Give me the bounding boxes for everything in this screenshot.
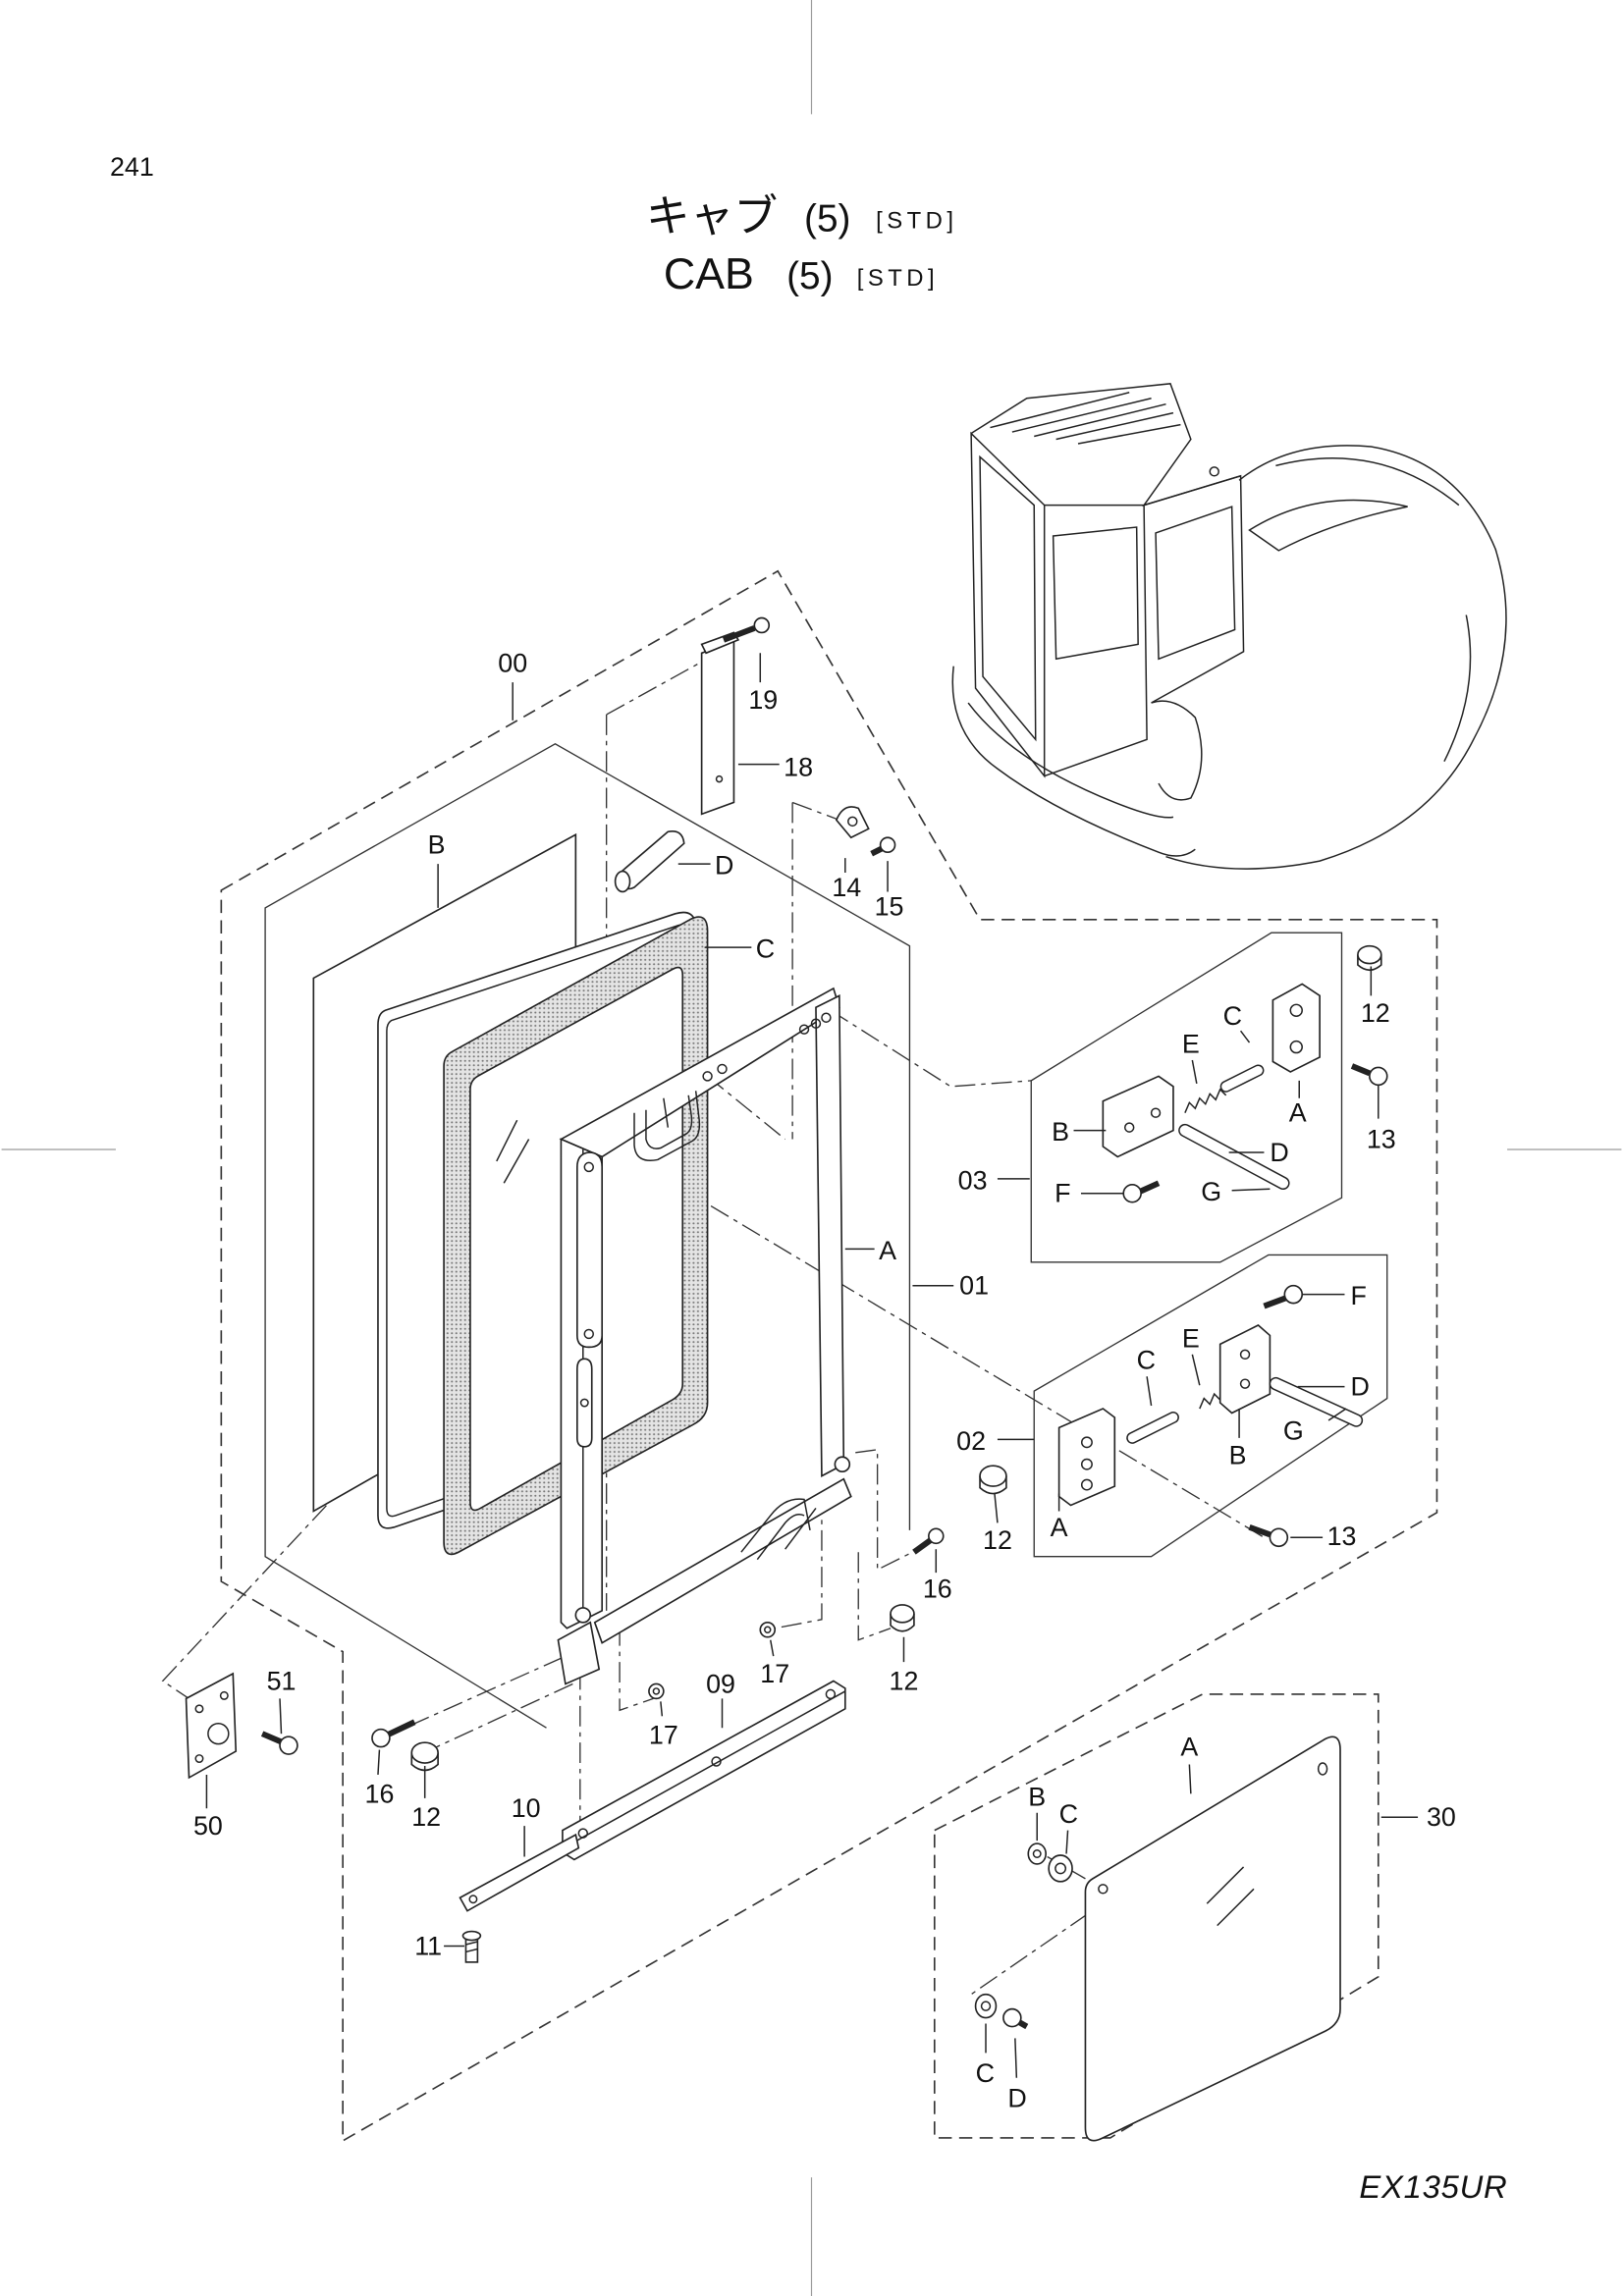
callout-16: 16 — [365, 1779, 395, 1808]
callout-d: D — [1007, 2084, 1026, 2113]
part-11-bolt — [461, 1930, 482, 1963]
callout-a: A — [879, 1236, 896, 1265]
callout-g: G — [1283, 1415, 1304, 1445]
callout-e: E — [1182, 1030, 1200, 1059]
callout-c: C — [1137, 1346, 1156, 1375]
callout-labels: 00 19 18 B D C 14 15 12 C E A 13 B D 03 … — [193, 649, 1456, 2113]
part-17-nut — [648, 1621, 777, 1700]
leader-lines — [205, 653, 1419, 2078]
callout-51: 51 — [267, 1666, 297, 1695]
callout-19: 19 — [748, 685, 778, 715]
callout-d: D — [1270, 1138, 1288, 1167]
callout-a: A — [1180, 1733, 1198, 1762]
cab-location-illustration — [951, 383, 1507, 870]
part-16-bolt — [371, 1527, 945, 1748]
callout-f: F — [1350, 1281, 1366, 1310]
callout-b: B — [1229, 1441, 1247, 1470]
callout-f: F — [1055, 1179, 1070, 1208]
callout-b: B — [1028, 1782, 1046, 1811]
part-10-bar — [459, 1833, 580, 1912]
callout-17: 17 — [760, 1659, 789, 1688]
title-en-number: (5) — [786, 255, 833, 297]
callout-e: E — [1182, 1323, 1200, 1353]
frame-hinge-plate — [576, 1151, 604, 1448]
callout-d: D — [715, 851, 733, 881]
frame-lower-hinge — [557, 1456, 851, 1685]
part-18-bar — [700, 631, 740, 816]
part-51-bolt — [260, 1731, 298, 1755]
part-15-bolt — [870, 836, 896, 857]
part-50-plate — [185, 1672, 238, 1780]
callout-18: 18 — [784, 753, 813, 782]
boundary-group-01 — [264, 743, 911, 1729]
title-en: CAB — [664, 249, 754, 298]
callout-d: D — [1350, 1372, 1369, 1402]
window-30-glass — [1084, 1735, 1341, 2142]
frame-bottom-handle — [740, 1498, 817, 1561]
callout-a: A — [1051, 1513, 1068, 1542]
callout-b: B — [1052, 1117, 1069, 1147]
callout-c: C — [976, 2058, 995, 2088]
callout-03: 03 — [958, 1165, 988, 1195]
part-d-tube — [614, 830, 685, 893]
part-12-bushing — [410, 944, 1382, 1772]
callout-c: C — [1059, 1799, 1078, 1829]
callout-a: A — [1289, 1098, 1307, 1128]
title-jp: キャブ — [646, 192, 778, 241]
callout-g: G — [1201, 1177, 1221, 1206]
callout-30: 30 — [1427, 1802, 1456, 1832]
part-14-bracket — [835, 806, 870, 839]
callout-15: 15 — [875, 891, 904, 921]
part-19-bolt — [722, 616, 771, 643]
callout-c: C — [756, 934, 775, 964]
window-30-fasteners — [974, 1842, 1073, 2030]
callout-12: 12 — [1361, 998, 1390, 1028]
callout-12: 12 — [411, 1802, 441, 1832]
callout-01: 01 — [959, 1271, 989, 1301]
part-09-rail — [562, 1680, 846, 1861]
callout-09: 09 — [706, 1669, 735, 1698]
box-window-30 — [933, 1693, 1380, 2139]
callout-13: 13 — [1327, 1522, 1357, 1551]
callout-00: 00 — [498, 649, 527, 678]
title-en-tag: [STD] — [857, 265, 939, 292]
callout-17: 17 — [649, 1721, 678, 1750]
hinge-03-parts — [1102, 983, 1388, 1203]
callout-12: 12 — [983, 1525, 1012, 1555]
callout-b: B — [428, 830, 446, 860]
title-jp-tag: [STD] — [876, 208, 957, 235]
box-hinge-02 — [1033, 1254, 1388, 1558]
page-title: キャブ (5) [STD] CAB (5) [STD] — [646, 192, 957, 298]
hinge-02-parts — [1057, 1284, 1364, 1548]
model-name: EX135UR — [1359, 2168, 1507, 2205]
callout-16: 16 — [923, 1574, 952, 1603]
callout-13: 13 — [1367, 1125, 1396, 1154]
callout-11: 11 — [414, 1931, 442, 1960]
callout-12: 12 — [890, 1666, 919, 1695]
callout-c: C — [1223, 1001, 1242, 1031]
page-number: 241 — [110, 152, 154, 182]
boundary-group-00 — [220, 569, 1438, 2143]
callout-10: 10 — [512, 1793, 541, 1823]
box-hinge-03 — [1030, 932, 1343, 1263]
frame-top-handle — [633, 1091, 701, 1161]
callout-14: 14 — [832, 873, 861, 902]
callout-02: 02 — [956, 1426, 986, 1456]
title-jp-number: (5) — [804, 198, 850, 240]
callout-50: 50 — [193, 1811, 223, 1841]
